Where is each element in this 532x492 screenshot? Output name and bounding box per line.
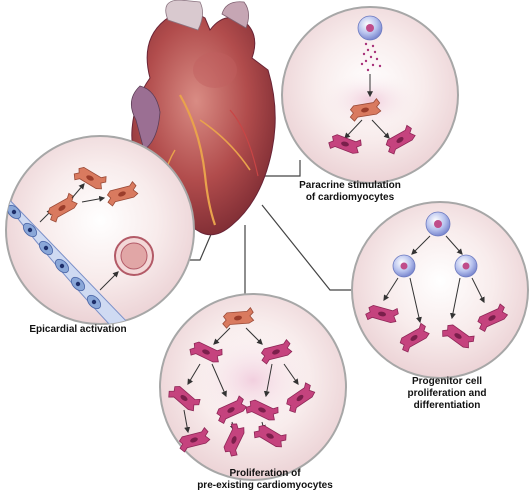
paracrine-circle [281, 6, 459, 184]
label-proliferation-line2: pre-existing cardiomyocytes [197, 480, 333, 491]
paracrine-factors [360, 42, 382, 72]
label-paracrine-line2: of cardiomyocytes [305, 192, 395, 203]
epicardial-circle [5, 135, 195, 325]
connector-paracrine [258, 160, 301, 177]
proliferation-circle [159, 293, 347, 481]
blood-vessel-icon [114, 236, 154, 276]
progenitor-circle [351, 201, 529, 379]
label-paracrine-line1: Paracrine stimulation [299, 180, 401, 191]
label-progenitor-line2: proliferation and [407, 388, 487, 399]
label-progenitor-line1: Progenitor cell [411, 376, 482, 387]
connector-progenitor [261, 204, 355, 291]
label-epicardial-line1: Epicardial activation [29, 324, 127, 335]
label-epicardial-activation: Epicardial activation [18, 324, 138, 336]
label-progenitor-line3: differentiation [413, 400, 481, 411]
label-proliferation-line1: Proliferation of [229, 468, 301, 479]
epicardial-layer [6, 188, 132, 324]
label-progenitor-cell: Progenitor cell proliferation and differ… [392, 376, 502, 412]
label-paracrine-stimulation: Paracrine stimulation of cardiomyocytes [295, 180, 405, 204]
label-proliferation: Proliferation of pre-existing cardiomyoc… [190, 468, 340, 492]
